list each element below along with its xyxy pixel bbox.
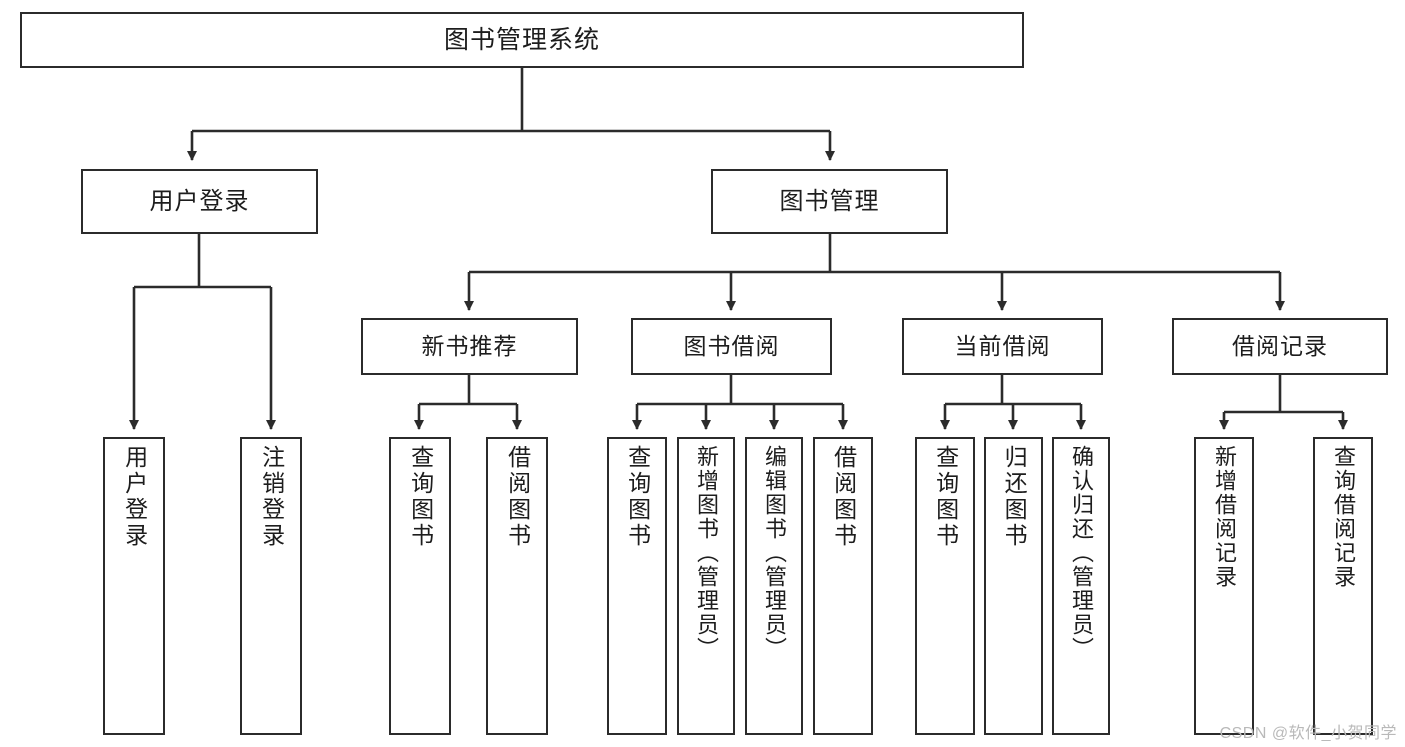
leaf-user-login-label: 用户登录 [121, 445, 148, 549]
node-current-borrow[interactable]: 当前借阅 [902, 318, 1103, 375]
leaf-borrow-books-borrow[interactable]: 借阅图书 [813, 437, 873, 735]
node-new-book-recommend[interactable]: 新书推荐 [361, 318, 578, 375]
node-new-book-recommend-label: 新书推荐 [421, 333, 518, 360]
watermark: CSDN @软件_小贺同学 [1219, 725, 1397, 742]
leaf-add-borrow-record-label: 新增借阅记录 [1211, 445, 1237, 589]
node-root[interactable]: 图书管理系统 [20, 12, 1024, 68]
leaf-query-books-current[interactable]: 查询图书 [915, 437, 975, 735]
node-book-borrow[interactable]: 图书借阅 [631, 318, 832, 375]
leaf-confirm-return-admin[interactable]: 确认归还（管理员） [1052, 437, 1110, 735]
leaf-borrow-books-borrow-label: 借阅图书 [830, 445, 857, 549]
leaf-return-books[interactable]: 归还图书 [984, 437, 1043, 735]
node-root-label: 图书管理系统 [443, 25, 600, 54]
leaf-query-borrow-record[interactable]: 查询借阅记录 [1313, 437, 1373, 735]
leaf-edit-book-admin[interactable]: 编辑图书（管理员） [745, 437, 803, 735]
leaf-logout[interactable]: 注销登录 [240, 437, 302, 735]
node-book-management[interactable]: 图书管理 [711, 169, 948, 234]
leaf-return-books-label: 归还图书 [1001, 445, 1028, 549]
node-book-borrow-label: 图书借阅 [683, 333, 780, 360]
leaf-borrow-books-recommend[interactable]: 借阅图书 [486, 437, 548, 735]
leaf-logout-label: 注销登录 [258, 445, 285, 549]
leaf-query-books-borrow[interactable]: 查询图书 [607, 437, 667, 735]
leaf-add-book-admin[interactable]: 新增图书（管理员） [677, 437, 735, 735]
leaf-confirm-return-admin-label: 确认归还（管理员） [1068, 445, 1094, 661]
leaf-borrow-books-recommend-label: 借阅图书 [504, 445, 531, 549]
node-user-login[interactable]: 用户登录 [81, 169, 318, 234]
node-current-borrow-label: 当前借阅 [954, 333, 1051, 360]
leaf-query-borrow-record-label: 查询借阅记录 [1330, 445, 1356, 589]
leaf-add-borrow-record[interactable]: 新增借阅记录 [1194, 437, 1254, 735]
leaf-user-login[interactable]: 用户登录 [103, 437, 165, 735]
node-borrow-records-label: 借阅记录 [1232, 333, 1328, 360]
node-borrow-records[interactable]: 借阅记录 [1172, 318, 1388, 375]
leaf-query-books-recommend[interactable]: 查询图书 [389, 437, 451, 735]
node-book-management-label: 图书管理 [779, 187, 880, 215]
leaf-query-books-recommend-label: 查询图书 [407, 445, 434, 549]
node-user-login-label: 用户登录 [149, 187, 250, 215]
leaf-edit-book-admin-label: 编辑图书（管理员） [761, 445, 787, 661]
leaf-query-books-borrow-label: 查询图书 [624, 445, 651, 549]
leaf-add-book-admin-label: 新增图书（管理员） [693, 445, 719, 661]
leaf-query-books-current-label: 查询图书 [932, 445, 959, 549]
